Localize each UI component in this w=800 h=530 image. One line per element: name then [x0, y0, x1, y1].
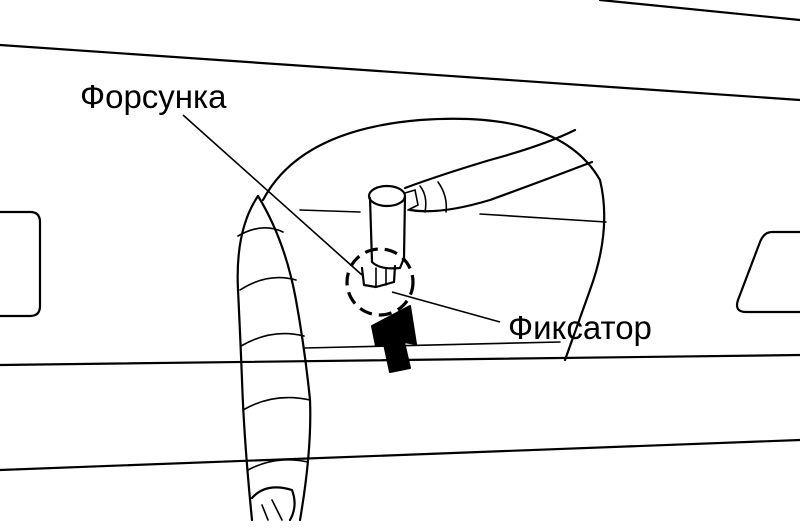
harness-end-hatch [261, 499, 283, 521]
right-cutout [735, 230, 800, 314]
clip-detail [375, 267, 387, 288]
harness-wrap-3 [240, 332, 305, 347]
clip-highlight-circle [345, 247, 415, 317]
nozzle-label: Форсунка [80, 78, 227, 115]
inner-line-upper [299, 209, 361, 213]
nozzle-leader-line [182, 114, 363, 276]
harness-wrap-5 [247, 459, 309, 471]
harness-wrap-2 [239, 276, 297, 291]
hose-tape-seam-1 [419, 185, 427, 213]
nozzle-connector [404, 188, 419, 211]
push-direction-arrow [371, 305, 417, 373]
access-opening [261, 117, 606, 362]
nozzle-body [368, 194, 407, 270]
harness-end-cap [250, 486, 296, 522]
hose-upper-edge [403, 128, 577, 190]
panel-lower-line [0, 438, 800, 472]
panel-upper-line [0, 43, 800, 102]
panel-top-edge [598, 0, 800, 22]
inner-line-mid [304, 341, 561, 349]
left-cutout [0, 210, 42, 318]
hose-lower-edge [408, 160, 594, 213]
hose-tape-seam-2 [437, 181, 448, 213]
harness-wrap-1 [237, 227, 284, 237]
nozzle-top [367, 184, 407, 208]
clip-label: Фиксатор [508, 309, 652, 346]
harness-wrap-4 [242, 396, 311, 411]
harness-left-edge [236, 194, 260, 522]
inner-line-lower [479, 213, 607, 223]
harness-right-edge [256, 194, 312, 522]
clip-leader-line [391, 291, 501, 323]
